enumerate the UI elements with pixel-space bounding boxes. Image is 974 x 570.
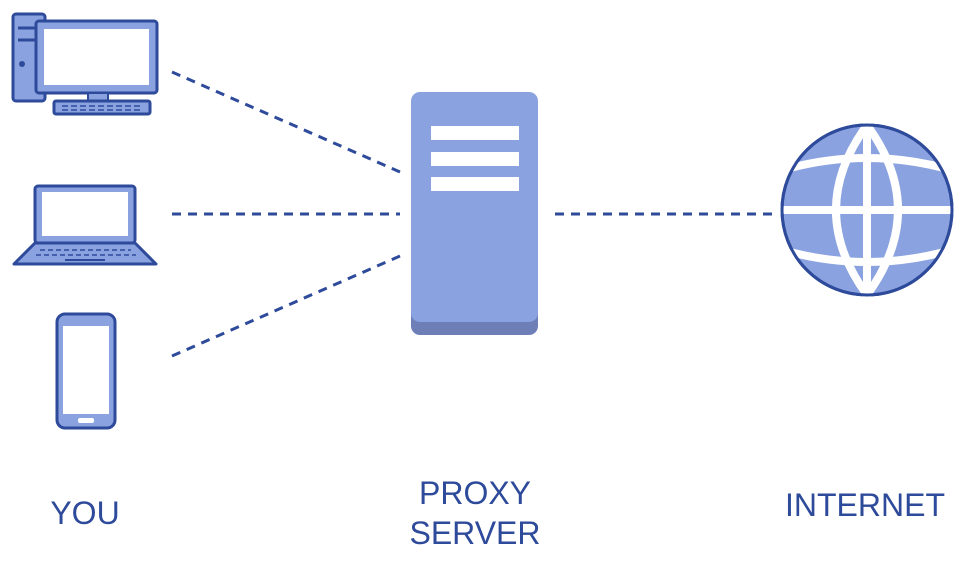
globe-icon xyxy=(780,120,954,300)
connector-desktop-to-proxy xyxy=(171,70,401,174)
proxy-label-line-1: PROXY xyxy=(418,475,532,511)
smartphone-icon xyxy=(55,312,117,430)
connector-phone-to-proxy xyxy=(171,254,401,358)
desktop-computer-icon xyxy=(11,12,159,116)
server-icon xyxy=(411,92,538,335)
you-label-text: YOU xyxy=(50,495,120,531)
proxy-label-line-2: SERVER xyxy=(409,515,541,551)
internet-label-text: INTERNET xyxy=(785,487,945,523)
proxy-server-label: PROXY SERVER xyxy=(375,473,575,553)
you-label: YOU xyxy=(10,493,160,533)
internet-label: INTERNET xyxy=(760,485,970,525)
connectors xyxy=(171,70,778,358)
laptop-icon xyxy=(12,184,158,266)
